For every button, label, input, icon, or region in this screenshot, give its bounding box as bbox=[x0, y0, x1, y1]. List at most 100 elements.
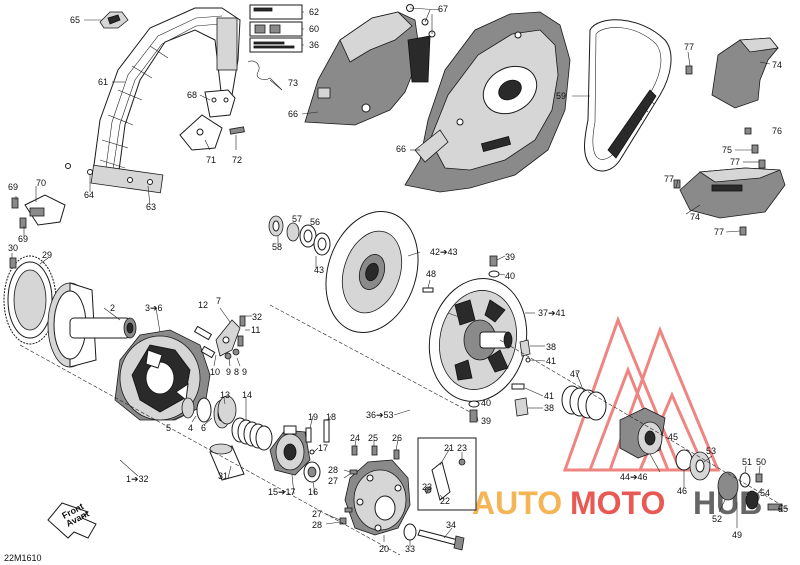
callout-40-a: 40 bbox=[505, 271, 515, 281]
parts-49-55 bbox=[675, 449, 783, 511]
callout-39-b: 39 bbox=[481, 416, 491, 426]
callout-63: 63 bbox=[146, 202, 156, 212]
callout-37-41: 37➔41 bbox=[538, 308, 566, 318]
callout-25: 25 bbox=[368, 433, 378, 443]
callout-31: 31 bbox=[218, 471, 228, 481]
spring-47 bbox=[561, 385, 607, 421]
bushing-31 bbox=[209, 443, 245, 481]
callout-27-a: 27 bbox=[328, 476, 338, 486]
callout-34: 34 bbox=[446, 520, 456, 530]
front-arrow bbox=[47, 502, 97, 539]
callout-9-b: 9 bbox=[242, 367, 247, 377]
callout-10: 10 bbox=[210, 367, 220, 377]
callout-23-a: 23 bbox=[457, 443, 467, 453]
diagram-code: 22M1610 bbox=[4, 553, 42, 563]
callout-73: 73 bbox=[288, 78, 298, 88]
callout-70: 70 bbox=[36, 178, 46, 188]
spring-cap-13 bbox=[217, 395, 237, 425]
callout-47: 47 bbox=[570, 369, 580, 379]
movable-sheave-3-6 bbox=[114, 329, 211, 421]
callout-11: 11 bbox=[251, 325, 260, 335]
bolts-69 bbox=[11, 197, 27, 229]
callout-53: 53 bbox=[706, 446, 716, 456]
callout-71: 71 bbox=[206, 155, 216, 165]
axis-lines bbox=[19, 304, 791, 556]
bracket-70 bbox=[24, 194, 66, 226]
callout-32: 32 bbox=[252, 312, 262, 322]
callout-77-a: 77 bbox=[684, 42, 694, 52]
callout-29: 29 bbox=[42, 250, 52, 260]
screws-64 bbox=[65, 163, 93, 175]
pins-38-39-40-41-48 bbox=[422, 255, 531, 423]
callout-4: 4 bbox=[188, 423, 193, 433]
inner-guard-66 bbox=[304, 11, 431, 126]
callout-52: 52 bbox=[712, 514, 722, 524]
callout-54: 54 bbox=[760, 488, 770, 498]
belt-59 bbox=[584, 19, 672, 172]
callout-21: 21 bbox=[444, 443, 454, 453]
callout-46: 46 bbox=[677, 486, 687, 496]
cover-20 bbox=[344, 459, 411, 536]
callout-48: 48 bbox=[426, 269, 436, 279]
callout-67: 67 bbox=[438, 4, 448, 14]
callout-77-c: 77 bbox=[664, 174, 674, 184]
callout-28-b: 28 bbox=[312, 520, 322, 530]
callout-77-d: 77 bbox=[714, 227, 724, 237]
callout-2: 2 bbox=[110, 303, 115, 313]
watermark-auto: AUTO bbox=[472, 485, 562, 521]
cam-44-46 bbox=[619, 407, 666, 459]
callout-60: 60 bbox=[309, 24, 319, 34]
outer-guard-66 bbox=[404, 11, 571, 193]
callout-22: 22 bbox=[440, 496, 450, 506]
callout-65: 65 bbox=[70, 15, 80, 25]
ring-gear-29 bbox=[3, 255, 57, 345]
callout-49: 49 bbox=[732, 530, 742, 540]
callout-1-32: 1➔32 bbox=[126, 474, 149, 484]
callout-36-top: 36 bbox=[309, 40, 319, 50]
callout-58: 58 bbox=[272, 242, 282, 252]
callout-27-b: 27 bbox=[312, 509, 322, 519]
callout-33: 33 bbox=[405, 544, 415, 554]
callout-75: 75 bbox=[722, 145, 732, 155]
callout-38-b: 38 bbox=[544, 403, 554, 413]
callout-61: 61 bbox=[98, 77, 108, 87]
callout-76: 76 bbox=[772, 126, 782, 136]
callout-19: 19 bbox=[308, 412, 318, 422]
callout-14: 14 bbox=[242, 390, 252, 400]
callout-45: 45 bbox=[668, 432, 678, 442]
callout-64: 64 bbox=[84, 190, 94, 200]
callout-20: 20 bbox=[379, 544, 389, 554]
bracket-74-top bbox=[711, 37, 779, 109]
spring-clip-73 bbox=[247, 60, 283, 91]
callout-50: 50 bbox=[756, 457, 766, 467]
fixed-sheave-2 bbox=[47, 282, 137, 368]
callout-66-inner: 66 bbox=[288, 109, 298, 119]
bushing-16 bbox=[303, 461, 321, 483]
callout-8: 8 bbox=[234, 367, 239, 377]
callout-15-17: 15➔17 bbox=[268, 487, 296, 497]
belt-guard-support-61 bbox=[90, 7, 241, 194]
callout-59: 59 bbox=[556, 91, 566, 101]
callout-24: 24 bbox=[350, 433, 360, 443]
lever-set-21-23 bbox=[417, 437, 477, 511]
labels-62-60-36 bbox=[249, 4, 303, 53]
callout-7: 7 bbox=[216, 296, 221, 306]
callout-36-53: 36➔53 bbox=[366, 410, 394, 420]
weight-assembly-7-12 bbox=[193, 315, 246, 360]
spring-14 bbox=[231, 417, 273, 451]
callout-77-b: 77 bbox=[730, 157, 740, 167]
washers-56-57-58-43 bbox=[268, 215, 331, 256]
callout-74-top: 74 bbox=[772, 60, 782, 70]
callout-18: 18 bbox=[326, 412, 336, 422]
callout-51: 51 bbox=[742, 457, 752, 467]
screws-24-25-26-27-28 bbox=[339, 445, 400, 525]
callout-68: 68 bbox=[187, 90, 197, 100]
callout-66-outer: 66 bbox=[396, 144, 406, 154]
callout-28-a: 28 bbox=[328, 465, 338, 475]
callout-69-a: 69 bbox=[8, 182, 18, 192]
spider-15-17 bbox=[269, 425, 311, 476]
callout-62: 62 bbox=[309, 7, 319, 17]
callout-39-a: 39 bbox=[505, 252, 515, 262]
cap-65 bbox=[99, 11, 129, 29]
callout-3-6: 3➔6 bbox=[145, 303, 163, 313]
